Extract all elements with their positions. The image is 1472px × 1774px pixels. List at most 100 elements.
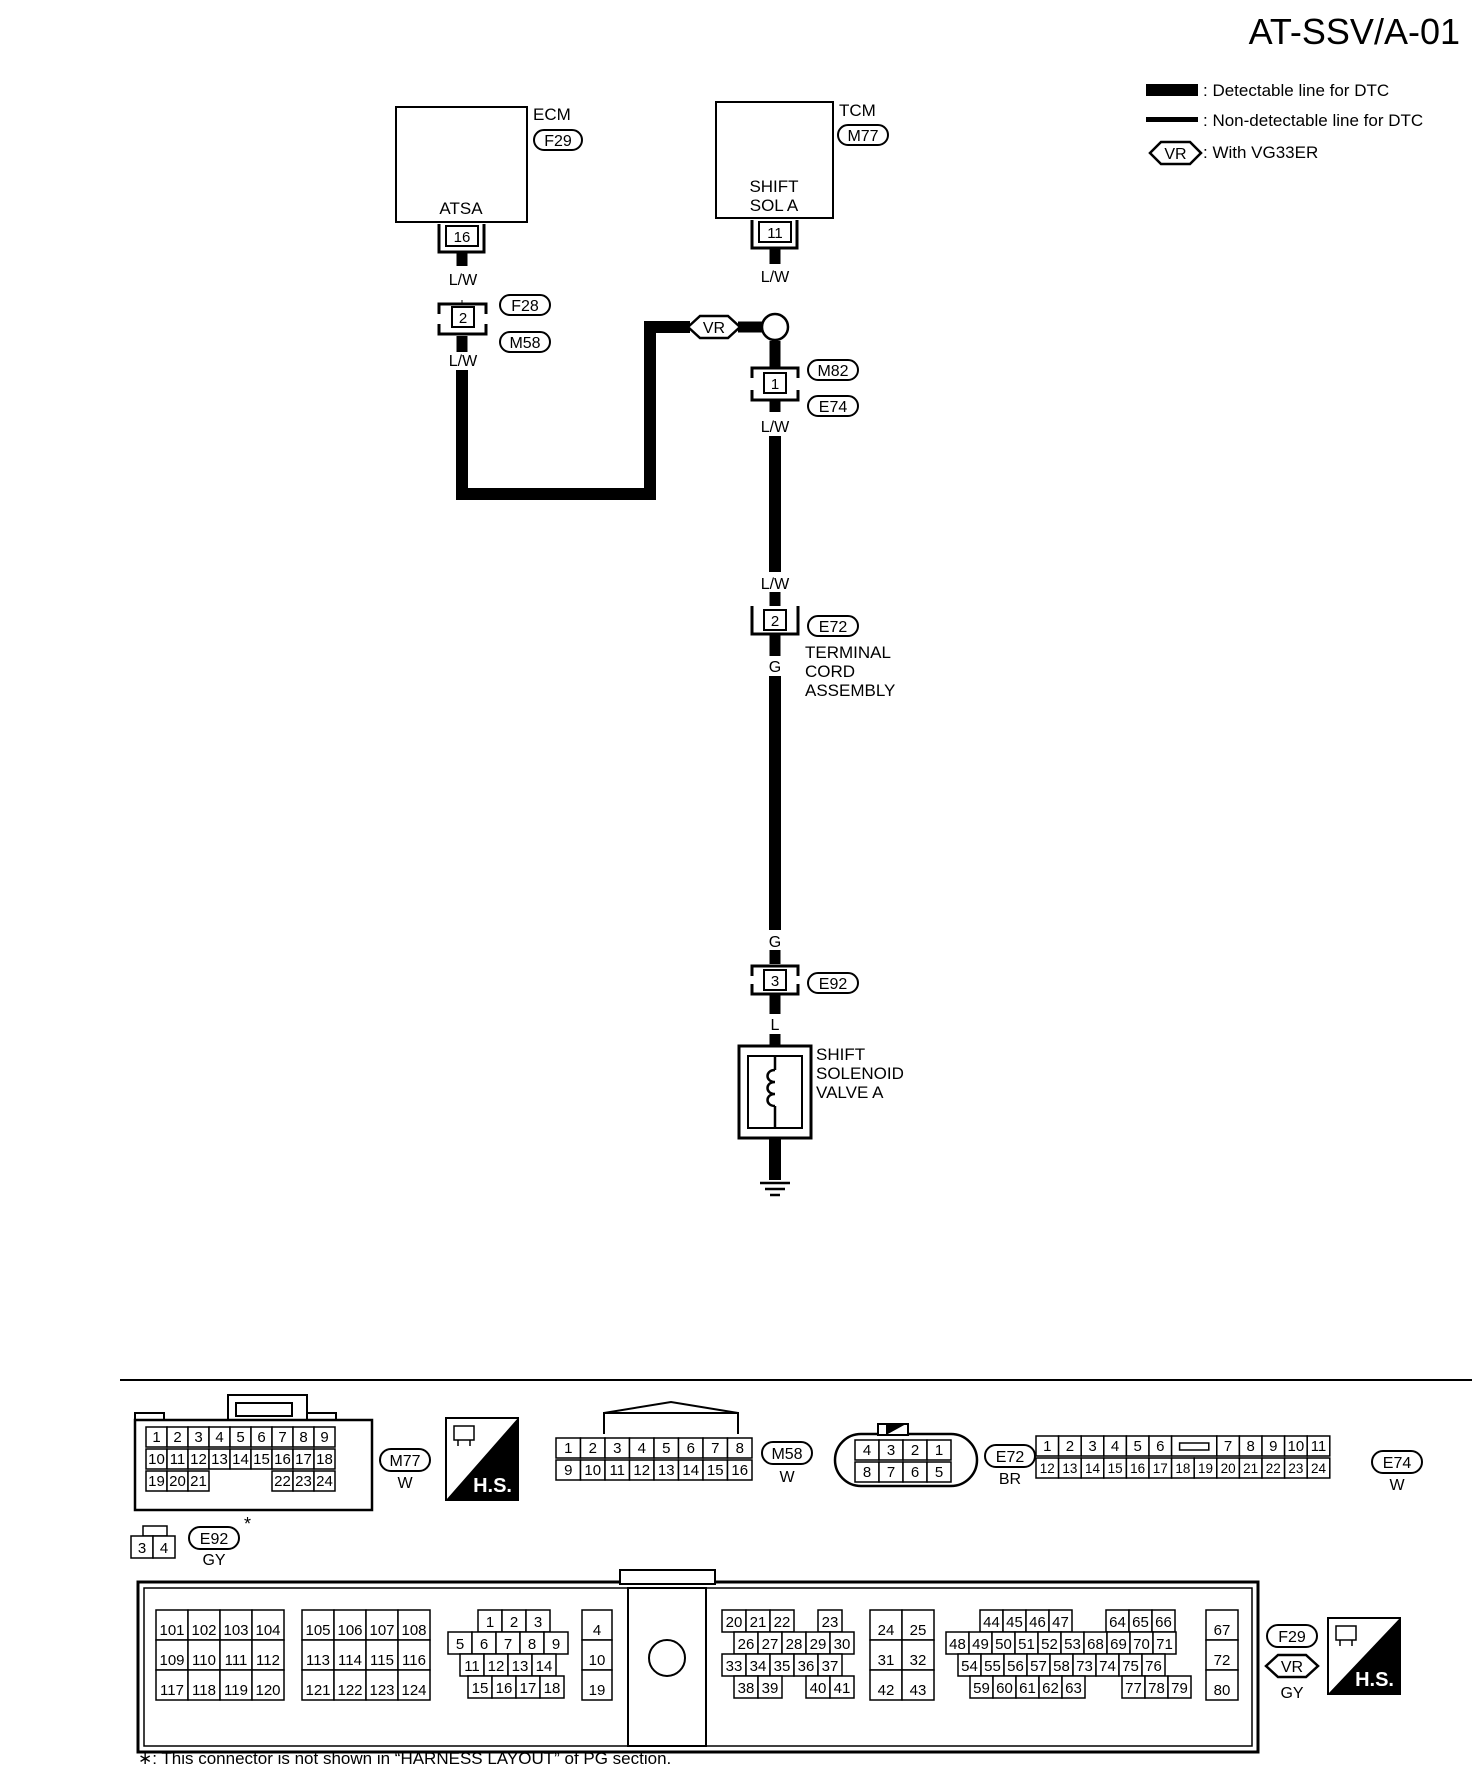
e74-cell xyxy=(1306,1435,1331,1457)
e92-pin: 4 xyxy=(160,1540,168,1557)
f29-g7-pin: 62 xyxy=(1042,1680,1059,1697)
tcm-terminal-name-1: SHIFT xyxy=(749,177,798,196)
f29-g5-pin: 39 xyxy=(762,1680,779,1697)
m77-pin: 17 xyxy=(295,1451,312,1468)
f29-g1-pin: 118 xyxy=(192,1682,216,1699)
m58-pin: 7 xyxy=(711,1440,719,1457)
legend-non-detectable-line xyxy=(1146,117,1198,122)
wires xyxy=(456,248,781,1180)
f29-g5-pin: 28 xyxy=(786,1636,803,1653)
vr-option-tag xyxy=(686,314,742,340)
e92-star: * xyxy=(244,1514,251,1534)
f29-g4-pin: 4 xyxy=(593,1622,601,1639)
joint-f28-pin-box xyxy=(451,306,475,328)
joint-m82-oval xyxy=(807,359,859,381)
e74-pin: 15 xyxy=(1108,1461,1123,1476)
harness-side-icon-ecm-half xyxy=(1328,1618,1400,1694)
f29-g5-pin: 29 xyxy=(810,1636,827,1653)
tcm-terminal-name-2: SOL A xyxy=(750,196,799,215)
f29-g7-pin: 58 xyxy=(1053,1658,1070,1675)
m77-pin: 8 xyxy=(299,1429,307,1446)
tcm-connector-oval xyxy=(837,124,889,146)
f29-g7-pin: 71 xyxy=(1156,1636,1173,1653)
f29-g3-pin: 1 xyxy=(486,1614,494,1631)
f29-g8-cell xyxy=(1205,1669,1239,1701)
f29-g7-pin: 65 xyxy=(1132,1614,1149,1631)
f29-g7-pin: 78 xyxy=(1148,1680,1165,1697)
joint-m82-id: M82 xyxy=(817,363,848,380)
f29-g7-pin: 44 xyxy=(983,1614,1000,1631)
m77-pin: 12 xyxy=(190,1451,207,1468)
m77-cell xyxy=(187,1470,210,1492)
f29-g7-pin: 45 xyxy=(1006,1614,1023,1631)
f29-g7-pin: 69 xyxy=(1110,1636,1127,1653)
m77-pin: 11 xyxy=(170,1451,186,1468)
ecm-label: ECM xyxy=(533,105,571,124)
f29-g2-cell xyxy=(397,1669,431,1701)
e74-pin: 9 xyxy=(1269,1438,1277,1455)
f29-g6-pin: 24 xyxy=(878,1622,895,1639)
tcm-connector-id: M77 xyxy=(847,128,878,145)
e72-pin: 6 xyxy=(911,1464,919,1481)
f29-g6-cell xyxy=(901,1669,935,1701)
f29-g1-cell xyxy=(251,1609,285,1641)
f29-g2-pin: 106 xyxy=(337,1622,362,1639)
splice-point xyxy=(760,312,790,342)
joint-f28-pin: 2 xyxy=(459,310,467,327)
wire-label-g-1: G xyxy=(769,659,781,676)
e74-pin: 13 xyxy=(1062,1461,1077,1476)
f29-g6-cell xyxy=(901,1609,935,1641)
m77-pin: 1 xyxy=(152,1429,160,1446)
f29-g7-pin: 63 xyxy=(1065,1680,1082,1697)
e74-key-slot xyxy=(1178,1442,1210,1451)
f29-g7-pin: 77 xyxy=(1125,1680,1142,1697)
m77-pin: 4 xyxy=(215,1429,223,1446)
solenoid-label-3: VALVE A xyxy=(816,1083,884,1102)
f29-g3-pin: 7 xyxy=(504,1636,512,1653)
f29-g1-cell xyxy=(219,1669,253,1701)
f29-g5-pin: 20 xyxy=(726,1614,743,1631)
f29-g8-pin: 67 xyxy=(1214,1622,1231,1639)
connector-e92-oval xyxy=(807,972,859,994)
e74-pin: 3 xyxy=(1088,1438,1096,1455)
connector-e92-pin-box xyxy=(763,969,787,991)
tcm-box xyxy=(715,101,834,219)
m58-pin: 9 xyxy=(564,1462,572,1479)
m58-pin: 3 xyxy=(613,1440,621,1457)
m58-pin: 6 xyxy=(687,1440,695,1457)
solenoid-label-1: SHIFT xyxy=(816,1045,865,1064)
joint-f28-oval xyxy=(499,294,551,316)
connector-e72-label-3: ASSEMBLY xyxy=(805,681,895,700)
e72-pin: 3 xyxy=(887,1442,895,1459)
f29-g2-cell xyxy=(397,1609,431,1641)
m58-color: W xyxy=(779,1469,795,1486)
f29-g3-pin: 12 xyxy=(488,1658,505,1675)
m77-pin: 10 xyxy=(148,1451,165,1468)
e74-pin: 2 xyxy=(1066,1438,1074,1455)
connector-e72-label-2: CORD xyxy=(805,662,855,681)
e74-pin: 16 xyxy=(1130,1461,1145,1476)
f29-g5-pin: 26 xyxy=(738,1636,755,1653)
f29-g5-pin: 27 xyxy=(762,1636,779,1653)
f29-g5-cell xyxy=(757,1675,783,1699)
f29-g7-pin: 52 xyxy=(1041,1636,1058,1653)
f29-g7-cell xyxy=(1167,1675,1192,1699)
wire-label-g-2: G xyxy=(769,934,781,951)
f29-g7-pin: 59 xyxy=(973,1680,990,1697)
f29-g6-pin: 25 xyxy=(910,1622,927,1639)
ecm-pin-number: 16 xyxy=(454,229,471,246)
e92-cell xyxy=(152,1535,176,1559)
f29-g7-pin: 64 xyxy=(1109,1614,1126,1631)
solenoid-coil-icon xyxy=(766,1056,777,1128)
legend-detectable-line xyxy=(1146,84,1198,96)
f29-g5-pin: 40 xyxy=(810,1680,827,1697)
f29-g7-pin: 60 xyxy=(996,1680,1013,1697)
m77-pin: 7 xyxy=(278,1429,286,1446)
e92-key xyxy=(142,1525,168,1537)
f29-vr-tag xyxy=(1264,1653,1320,1679)
f29-g1-cell xyxy=(155,1639,189,1671)
m58-pin: 15 xyxy=(707,1462,724,1479)
f29-g7-pin: 46 xyxy=(1029,1614,1046,1631)
f29-g5-pin: 36 xyxy=(798,1658,815,1675)
e74-pin: 8 xyxy=(1247,1438,1255,1455)
